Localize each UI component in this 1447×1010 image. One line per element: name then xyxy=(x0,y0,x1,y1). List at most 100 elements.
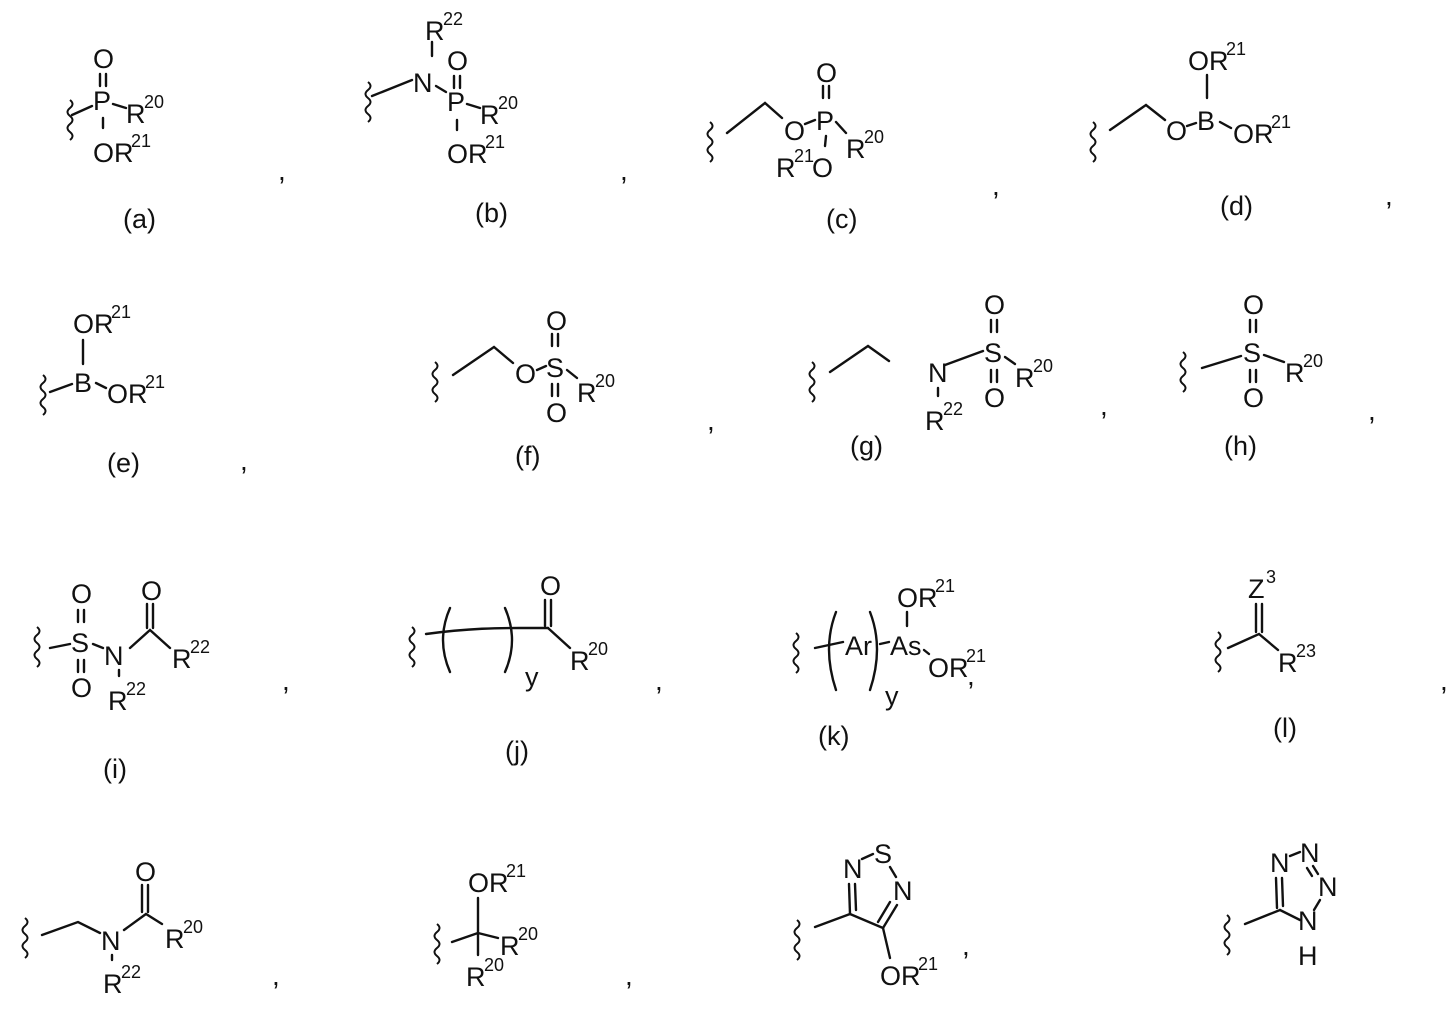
structure-c: O P O R 20 R 21 O (c) , xyxy=(706,58,1000,234)
atom-O: O xyxy=(93,44,114,74)
atom-As: As xyxy=(890,631,922,661)
atom-R: R xyxy=(126,99,146,129)
structure-k: Ar y As OR 21 OR 21 , (k) xyxy=(792,576,986,751)
atom-O: O xyxy=(816,58,837,88)
separator: , xyxy=(707,405,715,436)
structure-label: (a) xyxy=(123,204,156,234)
atom-R: R xyxy=(103,969,123,999)
atom-R: R xyxy=(165,924,185,954)
atom-O: O xyxy=(1243,383,1264,413)
structure-label: (h) xyxy=(1224,431,1257,461)
superscript: 20 xyxy=(1303,351,1323,371)
atom-Ar: Ar xyxy=(845,631,872,661)
structure-g: N R 22 S O O R 20 (g) , xyxy=(808,290,1108,461)
structure-f: O S O O R 20 (f) , xyxy=(431,306,715,471)
atom-P: P xyxy=(816,106,834,136)
atom-O: O xyxy=(540,571,561,601)
superscript: 22 xyxy=(126,679,146,699)
atom-OR: OR xyxy=(107,379,148,409)
structure-label: (j) xyxy=(505,736,529,766)
atom-N: N xyxy=(843,854,863,884)
structure-label: (b) xyxy=(475,198,508,228)
atom-R: R xyxy=(1015,363,1035,393)
atom-O: O xyxy=(1243,290,1264,320)
repeat-bracket-left xyxy=(441,606,452,674)
attachment-wavy-bond xyxy=(66,99,74,141)
atom-N: N xyxy=(1270,848,1290,878)
repeat-bracket-left xyxy=(827,610,838,692)
superscript: 22 xyxy=(190,637,210,657)
atom-R: R xyxy=(925,406,945,436)
separator: , xyxy=(620,155,628,186)
atom-R: R xyxy=(480,100,500,130)
atom-S: S xyxy=(874,839,892,869)
atom-N: N xyxy=(1298,906,1318,936)
superscript: 21 xyxy=(506,861,526,881)
structure-label: (f) xyxy=(515,441,540,471)
atom-OR: OR xyxy=(1233,119,1274,149)
atom-N: N xyxy=(893,876,913,906)
structure-d: O B OR 21 OR 21 (d) , xyxy=(1089,39,1393,221)
repeat-bracket-right xyxy=(868,610,879,692)
structure-label: (l) xyxy=(1273,713,1297,743)
repeat-subscript-y: y xyxy=(525,662,539,692)
atom-OR: OR xyxy=(897,583,938,613)
structure-label: (k) xyxy=(818,721,849,751)
structure-label: (d) xyxy=(1220,191,1253,221)
atom-OR: OR xyxy=(880,961,921,991)
atom-N: N xyxy=(1318,872,1338,902)
superscript: 21 xyxy=(1226,39,1246,59)
structure-e: B OR 21 OR 21 (e) , xyxy=(39,302,248,478)
structure-thiadiazole: N S N OR 21 , xyxy=(793,839,970,991)
atom-O: O xyxy=(71,579,92,609)
superscript: 20 xyxy=(144,92,164,112)
atom-O: O xyxy=(812,153,833,183)
structure-j: y O R 20 (j) , xyxy=(408,571,663,766)
atom-S: S xyxy=(71,628,89,658)
superscript: 22 xyxy=(121,962,141,982)
atom-O: O xyxy=(71,673,92,703)
atom-R: R xyxy=(466,962,486,992)
atom-B: B xyxy=(1197,106,1215,136)
separator: , xyxy=(967,660,975,691)
separator: , xyxy=(1100,390,1108,421)
atom-R: R xyxy=(1285,358,1305,388)
superscript: 3 xyxy=(1266,567,1276,587)
atom-O: O xyxy=(984,383,1005,413)
structure-label: (e) xyxy=(107,448,140,478)
repeat-bracket-right xyxy=(503,606,514,674)
repeat-subscript-y: y xyxy=(885,681,899,711)
atom-R: R xyxy=(500,931,520,961)
atom-R: R xyxy=(1278,648,1298,678)
atom-OR: OR xyxy=(93,138,134,168)
atom-N: N xyxy=(928,358,948,388)
atom-O: O xyxy=(515,359,536,389)
atom-OR: OR xyxy=(73,309,114,339)
separator: , xyxy=(282,665,290,696)
superscript: 21 xyxy=(1271,112,1291,132)
separator: , xyxy=(1385,180,1393,211)
atom-H: H xyxy=(1298,941,1318,971)
superscript: 21 xyxy=(794,146,814,166)
separator: , xyxy=(1440,665,1447,696)
superscript: 20 xyxy=(183,917,203,937)
structure-label: (c) xyxy=(826,204,857,234)
superscript: 21 xyxy=(918,954,938,974)
atom-OR: OR xyxy=(928,653,969,683)
atom-N: N xyxy=(1300,838,1320,868)
separator: , xyxy=(962,930,970,961)
separator: , xyxy=(272,960,280,991)
atom-B: B xyxy=(74,368,92,398)
atom-N: N xyxy=(104,641,124,671)
superscript: 20 xyxy=(498,93,518,113)
structure-a: P O R 20 OR 21 (a) , xyxy=(66,44,286,234)
structure-amide: N R 22 O R 20 , xyxy=(21,857,280,999)
separator: , xyxy=(655,665,663,696)
atom-R: R xyxy=(172,644,192,674)
atom-R: R xyxy=(577,378,597,408)
atom-OR: OR xyxy=(1188,46,1229,76)
superscript: 20 xyxy=(864,127,884,147)
separator: , xyxy=(1368,395,1376,426)
separator: , xyxy=(625,960,633,991)
atom-S: S xyxy=(984,338,1002,368)
